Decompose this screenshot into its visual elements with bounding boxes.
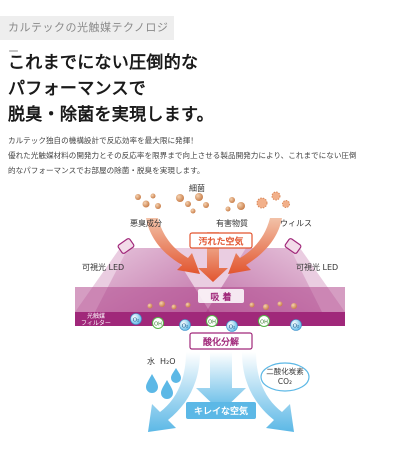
adsorbed-particles [147, 301, 297, 310]
led-left-icon [117, 238, 135, 254]
pollutant-germs-icon [176, 193, 209, 214]
led-left-label: 可視光 LED [82, 262, 124, 272]
adsorption-label: 吸 着 [210, 291, 231, 303]
clean-air-label: キレイな空気 [194, 405, 248, 417]
harmful-label: 有害物質 [216, 218, 248, 228]
clean-air-arrow-left [148, 352, 200, 432]
description-line-3: 的なパフォーマンスでお部屋の除菌・脱臭を実現します。 [8, 166, 205, 175]
virus-icon [256, 191, 290, 209]
svg-text:OH: OH [260, 320, 268, 326]
description: カルテック独自の機構設計で反応効率を最大限に発揮！ 優れた光触媒材料の開発力とそ… [8, 133, 410, 178]
dirty-air-badge [189, 232, 253, 249]
dirty-air-arrow-right [228, 218, 282, 274]
virus-label: ウィルス [280, 219, 312, 228]
co2-label: 二酸化炭素 [266, 366, 304, 376]
headline-line-2: パフォーマンスで [8, 79, 147, 99]
h2o-label: H₂O [160, 357, 176, 366]
filter-label-line-2: フィルター [81, 319, 111, 327]
section-label: カルテックの光触媒テクノロジー [0, 16, 174, 58]
headline: これまでにない圧倒的な パフォーマンスで 脱臭・除菌を実現します。 [8, 50, 214, 128]
clean-air-arrow-center [196, 352, 246, 412]
odor-label: 悪臭成分 [130, 218, 162, 228]
description-line-1: カルテック独自の機構設計で反応効率を最大限に発揮！ [8, 136, 198, 145]
co2-formula: CO₂ [278, 377, 292, 386]
oxidation-badge [189, 332, 253, 350]
svg-text:O₂: O₂ [133, 318, 140, 324]
radical-markers: O₂ OH O₂ OH O₂ OH O₂ [130, 313, 302, 332]
co2-bubble [260, 362, 310, 392]
clean-air-arrow-right [242, 352, 294, 432]
headline-line-3: 脱臭・除菌を実現します。 [8, 105, 214, 125]
dirty-air-label: 汚れた空気 [198, 236, 243, 248]
svg-text:O₂: O₂ [229, 325, 236, 331]
led-right-icon [284, 238, 302, 254]
pollutant-harmful-icon [225, 197, 245, 212]
pollutant-odor-icon [135, 193, 161, 209]
svg-text:OH: OH [208, 320, 216, 326]
germs-label: 細菌 [189, 183, 205, 193]
description-line-2: 優れた光触媒材料の開発力とその反応率を限界まで向上させる製品開発力により、これま… [8, 151, 357, 160]
dirty-air-arrow-center [198, 232, 228, 282]
svg-text:O₂: O₂ [182, 324, 189, 330]
water-label: 水 [147, 356, 155, 366]
adsorption-badge [198, 289, 244, 303]
svg-text:O₂: O₂ [293, 324, 300, 330]
svg-text:OH: OH [154, 322, 162, 328]
water-drop-icon [146, 368, 181, 399]
clean-air-badge [186, 402, 256, 419]
filter-label-line-1: 光触媒 [87, 312, 105, 320]
dirty-air-arrow-left [146, 218, 200, 274]
oxidation-label: 酸化分解 [203, 336, 239, 348]
led-right-label: 可視光 LED [296, 262, 338, 272]
headline-line-1: これまでにない圧倒的な [8, 53, 199, 73]
